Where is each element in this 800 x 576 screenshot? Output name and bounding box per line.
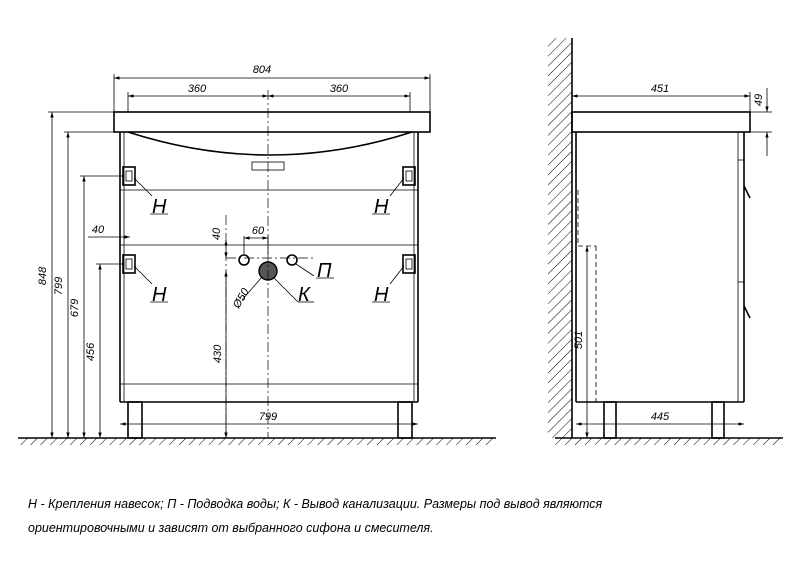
dim-40-horizontal: 40 bbox=[92, 224, 105, 236]
dim-501: 501 bbox=[573, 331, 585, 349]
side-cabinet bbox=[571, 111, 751, 439]
note-line-2: ориентировочными и зависят от выбранного… bbox=[28, 521, 434, 535]
note-line-1: Н - Крепления навесок; П - Подводка воды… bbox=[28, 497, 603, 511]
dim-445: 445 bbox=[651, 411, 670, 423]
label-mount-top-right: Н bbox=[374, 196, 389, 218]
dim-360-right: 360 bbox=[330, 83, 349, 95]
dim-456: 456 bbox=[85, 342, 97, 361]
dim-799-bottom: 799 bbox=[259, 411, 277, 423]
front-cabinet bbox=[113, 111, 431, 439]
dim-804: 804 bbox=[253, 64, 271, 76]
dim-360-left: 360 bbox=[188, 83, 207, 95]
dim-848: 848 bbox=[37, 266, 49, 285]
dim-60: 60 bbox=[252, 225, 265, 237]
label-mount-bottom-left: Н bbox=[152, 284, 167, 306]
front-dim-lines bbox=[88, 74, 431, 438]
dim-451: 451 bbox=[651, 83, 669, 95]
front-leaders bbox=[133, 177, 405, 303]
dim-430: 430 bbox=[212, 344, 224, 363]
dim-diameter: Ø50 bbox=[231, 286, 253, 312]
front-floor bbox=[18, 437, 496, 445]
dim-679: 679 bbox=[69, 299, 81, 317]
label-mount-top-left: Н bbox=[152, 196, 167, 218]
side-floor bbox=[555, 437, 783, 445]
label-water: П bbox=[317, 260, 332, 282]
front-height-dims bbox=[48, 111, 124, 438]
label-mount-bottom-right: Н bbox=[374, 284, 389, 306]
dim-799-height: 799 bbox=[53, 277, 65, 295]
side-dim-lines bbox=[571, 88, 772, 438]
dim-40-vertical: 40 bbox=[211, 227, 223, 240]
dim-49: 49 bbox=[753, 94, 765, 106]
label-drain: К bbox=[298, 284, 311, 306]
side-wall bbox=[548, 38, 573, 438]
